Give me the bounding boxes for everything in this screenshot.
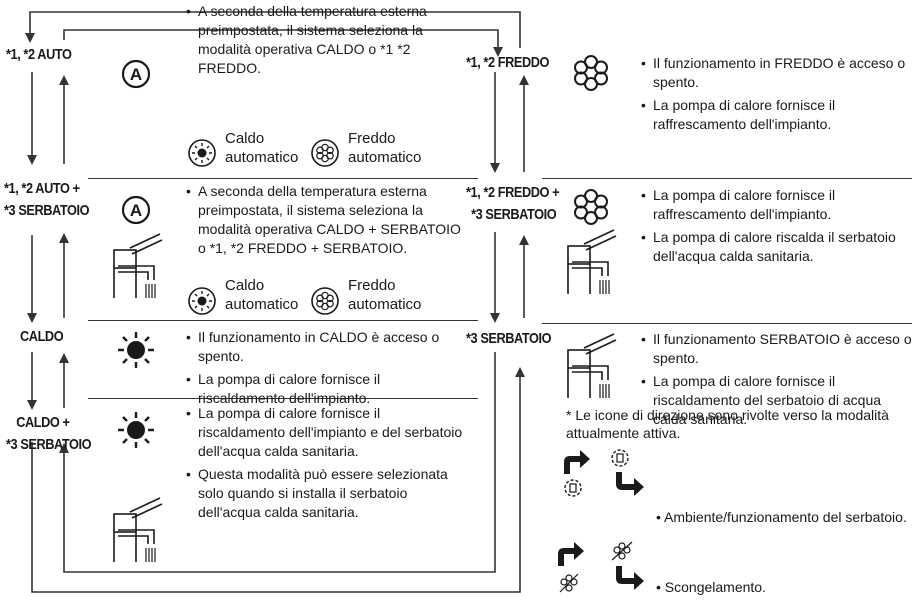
cool-tank-desc-bullet-2: La pompa di calore riscalda il serbatoio…: [641, 228, 911, 266]
caldo-auto-label: Caldo automatico: [225, 129, 298, 167]
auto-icon: A: [121, 59, 151, 89]
snowflake-badge-icon: [311, 287, 339, 315]
tank-icon: [611, 541, 644, 590]
mode-label-auto: *1, *2 AUTO: [6, 46, 72, 63]
heat-desc-bullet-2: La pompa di calore fornisce il riscaldam…: [186, 370, 471, 408]
tank-desc-bullet-2: La pompa di calore fornisce il riscaldam…: [641, 372, 917, 429]
mode-label-heat-tank-line2: *3 SERBATOIO: [6, 436, 92, 453]
row-divider: [542, 178, 912, 179]
sun-icon: [118, 332, 154, 368]
direction-arrow-icon: [564, 450, 590, 497]
legend-defrost: • Scongelamento.: [656, 579, 766, 595]
snowflake-icon: [574, 55, 608, 91]
heat-tank-desc-bullet-2: Questa modalità può essere selezionata s…: [186, 465, 471, 522]
cool-tank-description: La pompa di calore fornisce il raffresca…: [641, 186, 911, 270]
heat-tank-description: La pompa di calore fornisce il riscaldam…: [186, 404, 471, 526]
mode-label-heat: CALDO: [20, 328, 64, 345]
freddo-auto-line1: Freddo: [348, 277, 396, 294]
tank-description: Il funzionamento SERBATOIO è acceso o sp…: [641, 330, 917, 433]
svg-text:A: A: [130, 201, 142, 220]
faucet-icon: [567, 333, 617, 398]
row-divider: [88, 178, 478, 179]
auto-tank-description: A seconda della temperatura esterna prei…: [186, 182, 471, 262]
sun-badge-icon: [188, 287, 216, 315]
caldo-auto-line1: Caldo: [225, 277, 265, 294]
legend-ambient-tank: • Ambiente/funzionamento del serbatoio.: [656, 509, 907, 525]
sun-badge-icon: [188, 139, 216, 167]
faucet-icon: [567, 229, 617, 294]
freddo-auto-line1: Freddo: [348, 130, 396, 147]
mode-label-cool: *1, *2 FREDDO: [466, 54, 550, 71]
mode-label-auto-tank: *1, *2 AUTO + *3 SERBATOIO: [4, 178, 90, 222]
auto-desc-bullet: A seconda della temperatura esterna prei…: [186, 2, 471, 78]
mode-label-heat-tank: CALDO + *3 SERBATOIO: [6, 412, 92, 456]
heat-desc-bullet-1: Il funzionamento in CALDO è acceso o spe…: [186, 328, 471, 366]
direction-arrow-icon: [558, 542, 584, 593]
cool-desc-bullet-1: Il funzionamento in FREDDO è acceso o sp…: [641, 54, 911, 92]
freddo-auto-line2: automatico: [348, 296, 422, 313]
tank-icon: [611, 449, 644, 496]
cool-description: Il funzionamento in FREDDO è acceso o sp…: [641, 54, 911, 138]
loop-arrow: [59, 352, 496, 573]
caldo-auto-line2: automatico: [225, 296, 299, 313]
snowflake-icon: [574, 189, 608, 225]
auto-icon: A: [121, 195, 151, 225]
row-divider: [542, 323, 912, 324]
tank-desc-bullet-1: Il funzionamento SERBATOIO è acceso o sp…: [641, 330, 917, 368]
row-divider: [88, 320, 478, 321]
auto-description: A seconda della temperatura esterna prei…: [186, 2, 471, 82]
caldo-auto-line2: automatico: [225, 149, 299, 166]
heat-tank-desc-bullet-1: La pompa di calore fornisce il riscaldam…: [186, 404, 471, 461]
mode-label-cool-tank-line2: *3 SERBATOIO: [471, 206, 557, 223]
mode-label-auto-tank-line1: *1, *2 AUTO +: [4, 180, 80, 197]
mode-label-heat-tank-line1: CALDO +: [16, 414, 70, 431]
mode-label-cool-tank-line1: *1, *2 FREDDO +: [466, 184, 560, 201]
svg-text:A: A: [130, 65, 142, 84]
direction-note: * Le icone di direzione sono rivolte ver…: [566, 407, 889, 441]
caldo-auto-label: Caldo automatico: [225, 276, 298, 314]
loop-arrow: [31, 367, 525, 593]
cool-desc-bullet-2: La pompa di calore fornisce il raffresca…: [641, 96, 911, 134]
freddo-auto-label: Freddo automatico: [348, 129, 421, 167]
faucet-icon: [113, 233, 163, 298]
heat-description: Il funzionamento in CALDO è acceso o spe…: [186, 328, 471, 412]
sun-icon: [118, 412, 154, 448]
auto-tank-desc-bullet: A seconda della temperatura esterna prei…: [186, 182, 471, 258]
cool-tank-desc-bullet-1: La pompa di calore fornisce il raffresca…: [641, 186, 911, 224]
mode-label-auto-tank-line2: *3 SERBATOIO: [4, 202, 90, 219]
mode-label-cool-tank: *1, *2 FREDDO + *3 SERBATOIO: [466, 182, 560, 226]
faucet-icon: [113, 497, 163, 562]
freddo-auto-line2: automatico: [348, 149, 422, 166]
freddo-auto-label: Freddo automatico: [348, 276, 421, 314]
mode-label-tank: *3 SERBATOIO: [466, 330, 552, 347]
snowflake-badge-icon: [311, 139, 339, 167]
caldo-auto-line1: Caldo: [225, 130, 265, 147]
